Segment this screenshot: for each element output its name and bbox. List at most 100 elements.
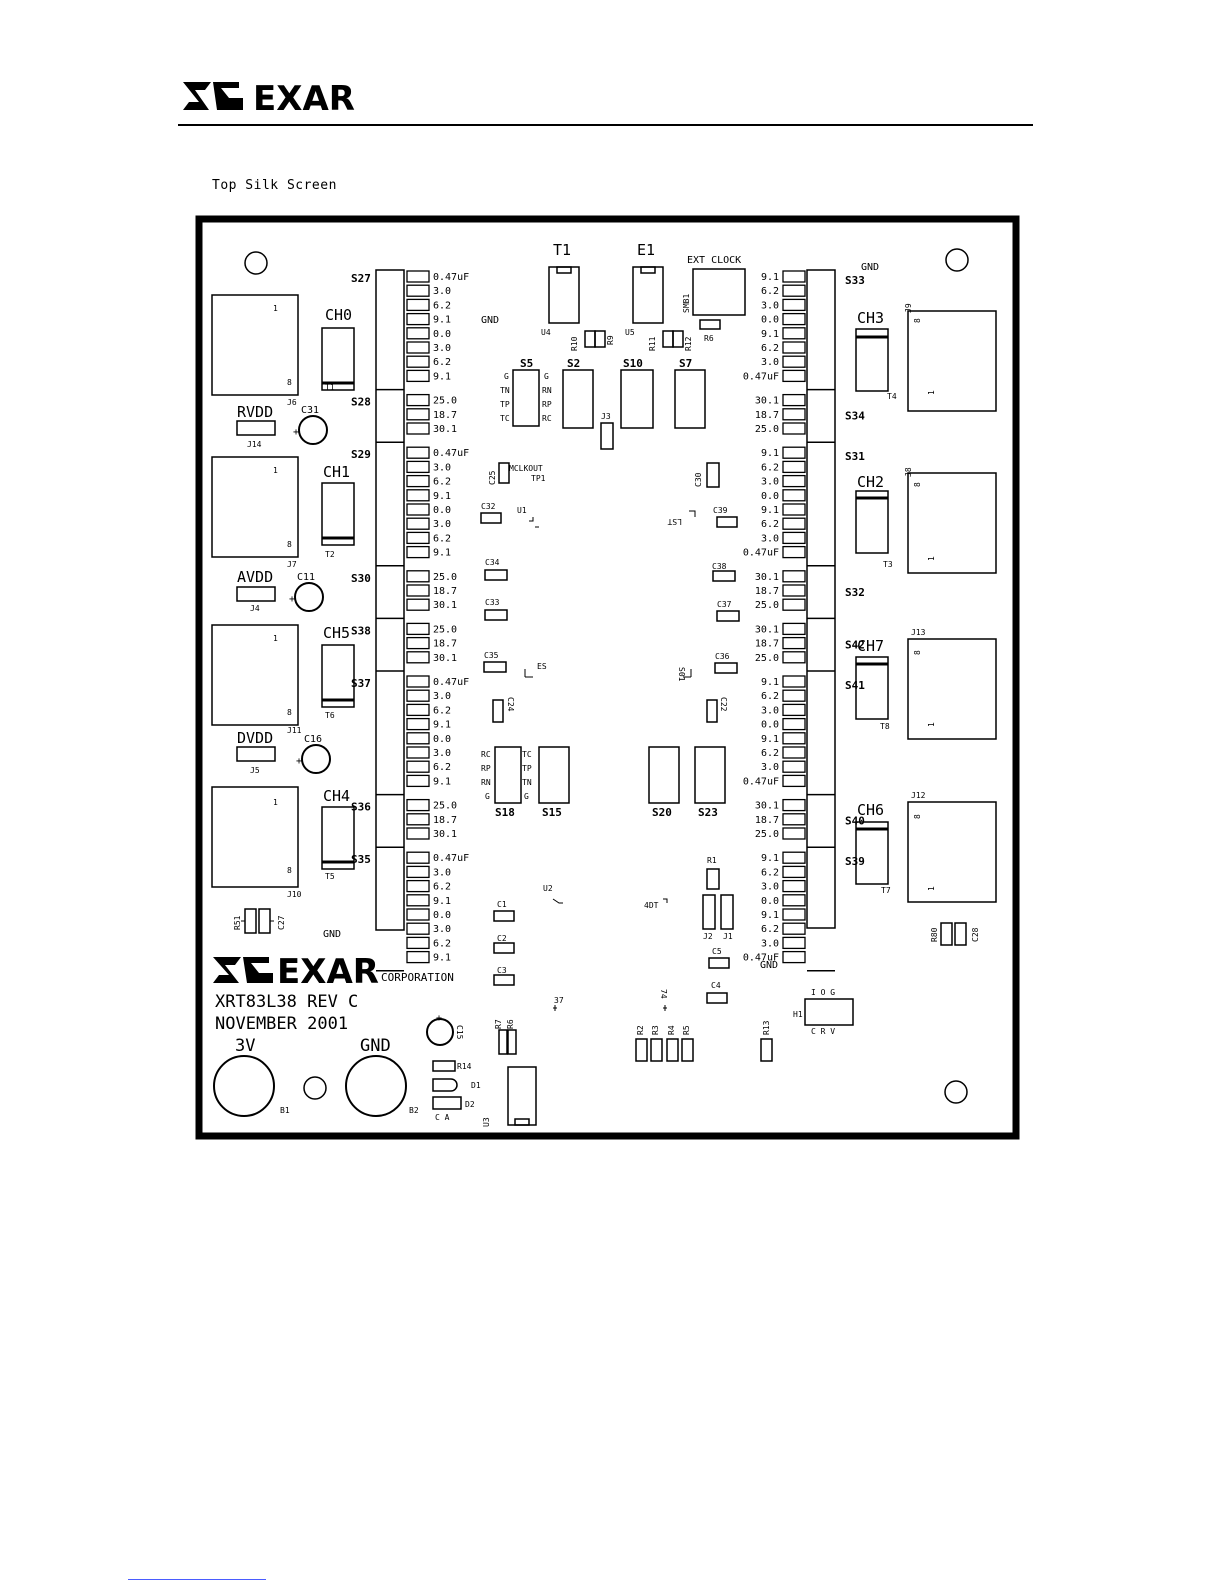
switch-value-label: 3.0 bbox=[761, 300, 779, 311]
dip-switch-position bbox=[782, 675, 806, 688]
r80-c28: R80 C28 bbox=[930, 922, 980, 946]
footer-link-underline bbox=[128, 1579, 266, 1580]
r51-c27: R51 C27 bbox=[233, 908, 286, 934]
svg-text:H1: H1 bbox=[793, 1010, 803, 1019]
left-switch-strip bbox=[375, 269, 405, 931]
dip-switch-position bbox=[782, 422, 806, 435]
switch-s23: S23 bbox=[694, 746, 726, 819]
dip-switch-position bbox=[406, 760, 430, 773]
svg-text:B1: B1 bbox=[280, 1106, 290, 1115]
dip-switch-position bbox=[782, 689, 806, 702]
svg-text:1: 1 bbox=[927, 886, 936, 891]
switch-name: S32 bbox=[845, 586, 865, 599]
dip-switch-position bbox=[782, 813, 806, 826]
switch-value-label: 3.0 bbox=[433, 343, 451, 354]
switch-value-label: 6.2 bbox=[433, 882, 451, 893]
mounting-hole bbox=[945, 248, 969, 272]
svg-text:S10: S10 bbox=[623, 357, 643, 370]
switch-value-label: 9.1 bbox=[761, 677, 779, 688]
switch-value-label: 3.0 bbox=[761, 357, 779, 368]
svg-text:D2: D2 bbox=[465, 1100, 475, 1109]
mounting-hole bbox=[303, 1076, 327, 1100]
supply-avdd: AVDD J4 + C11 bbox=[236, 568, 324, 613]
switch-value-label: 3.0 bbox=[433, 519, 451, 530]
supply-rvdd: RVDD J14 + C31 bbox=[236, 403, 328, 449]
dip-switch-position bbox=[406, 517, 430, 530]
svg-text:J6: J6 bbox=[287, 398, 297, 407]
dip-switch-position bbox=[406, 570, 430, 583]
switch-value-label: 30.1 bbox=[755, 396, 779, 407]
switch-value-label: 25.0 bbox=[433, 572, 457, 583]
svg-text:J4: J4 bbox=[250, 604, 260, 613]
dip-switch-position bbox=[406, 422, 430, 435]
svg-text:C33: C33 bbox=[485, 598, 500, 607]
svg-text:C4: C4 bbox=[711, 981, 721, 990]
svg-text:J12: J12 bbox=[911, 791, 926, 800]
switch-name: S35 bbox=[351, 853, 371, 866]
svg-text:R5: R5 bbox=[682, 1025, 691, 1035]
dip-switch-position bbox=[406, 936, 430, 950]
switch-value-label: 0.0 bbox=[761, 315, 779, 326]
switch-value-label: 6.2 bbox=[761, 343, 779, 354]
switch-value-label: 18.7 bbox=[755, 586, 779, 597]
svg-text:CH0: CH0 bbox=[325, 306, 352, 324]
dip-switch-position bbox=[406, 284, 430, 297]
dip-switch-position bbox=[406, 689, 430, 702]
switch-value-label: 3.0 bbox=[761, 533, 779, 544]
dip-switch-position bbox=[782, 622, 806, 636]
svg-text:RP: RP bbox=[542, 400, 552, 409]
svg-text:74: 74 bbox=[659, 989, 668, 999]
switch-value-label: 3.0 bbox=[433, 691, 451, 702]
switch-value-label: 18.7 bbox=[755, 815, 779, 826]
switch-value-label: 6.2 bbox=[761, 924, 779, 935]
switch-name: S29 bbox=[351, 448, 371, 461]
dip-switch-position bbox=[406, 813, 430, 826]
dip-switch-position bbox=[782, 393, 806, 407]
dip-switch-position bbox=[406, 489, 430, 502]
dip-switch-position bbox=[406, 622, 430, 636]
dip-switch-position bbox=[782, 312, 806, 326]
svg-text:C28: C28 bbox=[971, 927, 980, 942]
svg-text:D1: D1 bbox=[471, 1081, 481, 1090]
switch-value-label: 0.47uF bbox=[743, 776, 779, 787]
dip-switch-position bbox=[782, 922, 806, 935]
switch-value-label: 18.7 bbox=[433, 639, 457, 650]
svg-text:C A: C A bbox=[435, 1113, 450, 1122]
switch-value-label: 0.0 bbox=[761, 720, 779, 731]
svg-text:TN: TN bbox=[522, 778, 532, 787]
switch-name: S36 bbox=[351, 801, 371, 814]
switch-value-label: 3.0 bbox=[761, 477, 779, 488]
switch-value-label: 25.0 bbox=[755, 829, 779, 840]
switch-value-label: 0.47uF bbox=[433, 677, 469, 688]
svg-text:37: 37 bbox=[554, 996, 564, 1005]
svg-text:GND: GND bbox=[760, 960, 778, 971]
switch-value-label: 6.2 bbox=[433, 300, 451, 311]
switch-value-label: 18.7 bbox=[433, 815, 457, 826]
dip-switch-position bbox=[406, 408, 430, 421]
switch-value-label: 6.2 bbox=[433, 477, 451, 488]
svg-text:C3: C3 bbox=[497, 966, 507, 975]
svg-text:R14: R14 bbox=[457, 1062, 472, 1071]
svg-text:C34: C34 bbox=[485, 558, 500, 567]
switch-s5: S5 G TN TP TC G RN RP RC bbox=[500, 357, 552, 427]
switch-value-label: 9.1 bbox=[433, 371, 451, 382]
svg-text:S18: S18 bbox=[495, 806, 515, 819]
svg-text:G: G bbox=[485, 792, 490, 801]
svg-text:R11: R11 bbox=[648, 336, 657, 351]
svg-text:8: 8 bbox=[287, 708, 292, 717]
switch-value-label: 18.7 bbox=[755, 410, 779, 421]
svg-text:C15: C15 bbox=[455, 1025, 464, 1040]
svg-text:C30: C30 bbox=[694, 472, 703, 487]
switch-value-label: 9.1 bbox=[761, 272, 779, 283]
svg-text:J2: J2 bbox=[703, 932, 713, 941]
board-exar-logo: EXAR CORPORATION bbox=[213, 952, 454, 992]
dip-switch-position bbox=[406, 531, 430, 545]
svg-text:C1: C1 bbox=[497, 900, 507, 909]
svg-text:CH7: CH7 bbox=[857, 637, 884, 655]
switch-value-label: 0.47uF bbox=[743, 371, 779, 382]
switch-name: S27 bbox=[351, 272, 371, 285]
switch-value-label: 0.47uF bbox=[743, 548, 779, 559]
switch-value-label: 9.1 bbox=[433, 315, 451, 326]
svg-text:RN: RN bbox=[542, 386, 552, 395]
svg-text:I O G: I O G bbox=[811, 988, 835, 997]
